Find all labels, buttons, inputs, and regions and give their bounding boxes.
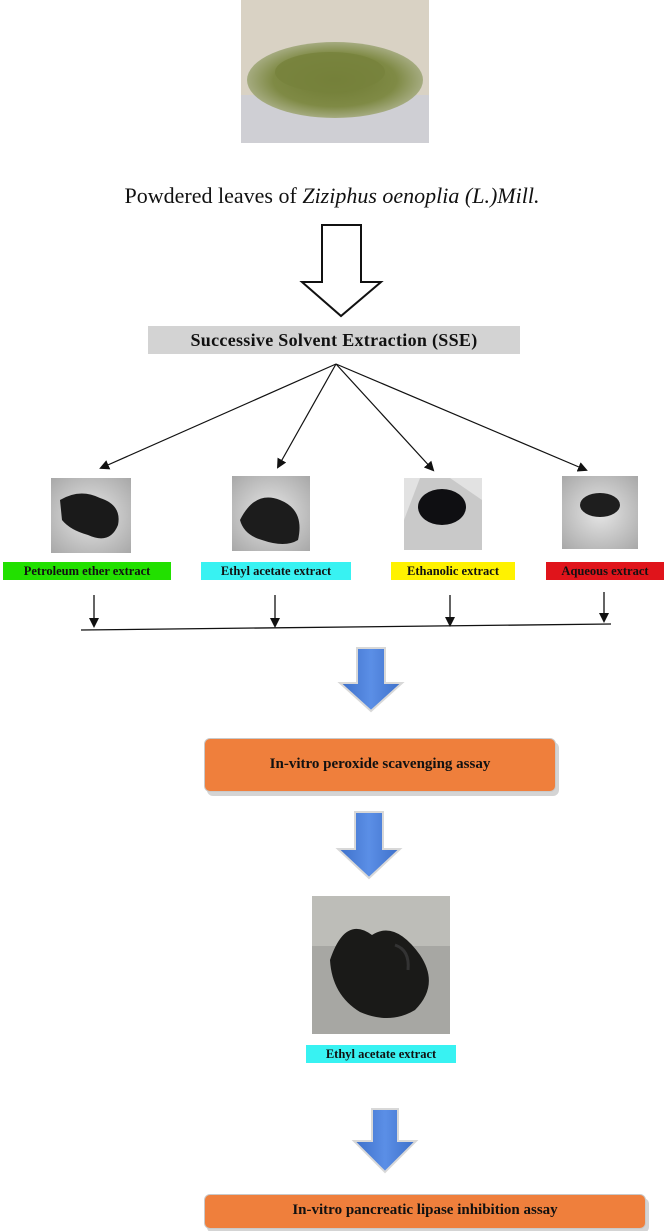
extract-label-1: Petroleum ether extract — [3, 562, 171, 580]
collector-arrows — [89, 592, 609, 628]
branch-arrow-2 — [277, 363, 337, 469]
species-name: Ziziphus oenoplia (L.)Mill. — [302, 183, 540, 208]
assay-box-lipase: In-vitro pancreatic lipase inhibition as… — [204, 1194, 646, 1229]
assay-box-peroxide: In-vitro peroxide scavenging assay — [204, 738, 556, 792]
selected-extract-label: Ethyl acetate extract — [306, 1045, 456, 1063]
extract-label-3: Ethanolic extract — [391, 562, 515, 580]
caption-prefix: Powdered leaves of — [124, 183, 303, 208]
hollow-down-arrow-icon — [299, 224, 384, 318]
extract-photo-3 — [404, 478, 482, 550]
extract-label-4: Aqueous extract — [546, 562, 664, 580]
block-arrow-1-icon — [337, 647, 405, 713]
branch-arrow-4 — [335, 363, 588, 472]
branch-arrows — [99, 363, 588, 472]
extract-label-2: Ethyl acetate extract — [201, 562, 351, 580]
collector-line — [80, 623, 612, 631]
powdered-leaves-photo — [241, 0, 429, 143]
selected-extract-photo — [312, 896, 450, 1034]
assay-peroxide-label: In-vitro peroxide scavenging assay — [269, 756, 491, 772]
extract-photo-4 — [562, 476, 638, 549]
sse-label: Successive Solvent Extraction (SSE) — [148, 326, 520, 354]
assay-lipase-label: In-vitro pancreatic lipase inhibition as… — [292, 1202, 558, 1218]
block-arrow-2-icon — [335, 811, 403, 880]
caption-text: Powdered leaves of Ziziphus oenoplia (L.… — [0, 183, 664, 209]
block-arrow-3-icon — [351, 1108, 419, 1174]
branch-arrow-1 — [99, 363, 337, 470]
branch-arrow-3 — [335, 363, 435, 472]
extract-photo-2 — [232, 476, 310, 551]
extract-photo-1 — [51, 478, 131, 553]
